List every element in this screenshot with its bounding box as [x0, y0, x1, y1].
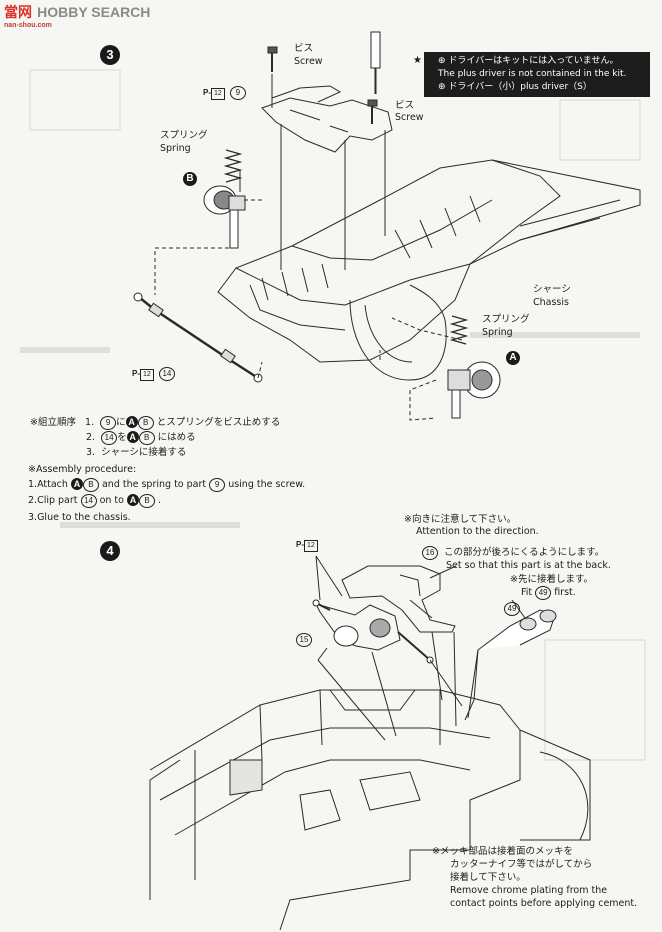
back-note-jp: 16 この部分が後ろにくるようにします。 — [422, 546, 604, 560]
fit-note-jp: ※先に接着します。 — [510, 574, 594, 585]
part-9-label: P-12 9 — [203, 80, 246, 100]
chassis-label-en: Chassis — [533, 297, 569, 308]
driver-note-jp2: ⊕ ドライバー（小）plus driver（S） — [438, 82, 592, 92]
attention-en: Attention to the direction. — [416, 526, 539, 537]
attention-jp: ※向きに注意して下さい。 — [404, 514, 517, 525]
star-icon: ★ — [413, 55, 422, 66]
driver-note-en1: The plus driver is not contained in the … — [438, 69, 627, 79]
chrome-note-jp2: カッターナイフ等ではがしてから — [450, 859, 593, 870]
step-3-number: 3 — [100, 45, 120, 65]
watermark-brand: HOBBY SEARCH — [37, 4, 151, 20]
step4-part-label: P-12 — [296, 532, 318, 552]
procedure-en-line-3: 3.Glue to the chassis. — [28, 512, 131, 523]
procedure-en-title: ※Assembly procedure: — [28, 464, 137, 475]
fit-note-en: Fit 49 first. — [521, 586, 576, 600]
part-14-label: P-12 14 — [132, 361, 175, 381]
spring-right-label-en: Spring — [482, 327, 513, 338]
chrome-note-jp1: ※メッキ部品は接着面のメッキを — [432, 846, 573, 857]
spring-right-label-jp: スプリング — [482, 314, 530, 325]
screw-2-label-jp: ビス — [395, 100, 415, 111]
watermark-url: nan-shou.com — [4, 22, 52, 29]
screw-label-jp: ビス — [294, 43, 314, 54]
screw-2-label-en: Screw — [395, 112, 424, 123]
chassis-label-jp: シャーシ — [533, 284, 571, 295]
marker-b: B — [183, 172, 197, 186]
driver-note-box: ⊕ ドライバーはキットには入っていません。 The plus driver is… — [424, 52, 650, 97]
spring-label-en: Spring — [160, 143, 191, 154]
chrome-note-jp3: 接着して下さい。 — [450, 872, 526, 883]
part-15-label: 15 — [296, 627, 312, 647]
spring-label-jp: スプリング — [160, 130, 208, 141]
watermark: 當网 HOBBY SEARCH — [4, 2, 150, 22]
chrome-note-en1: Remove chrome plating from the — [450, 885, 608, 896]
chrome-note-en2: contact points before applying cement. — [450, 898, 638, 909]
procedure-jp-line-3: 3. シャーシに接着する — [86, 447, 187, 458]
back-note-en: Set so that this part is at the back. — [446, 560, 611, 571]
part-49-label: 49 — [504, 596, 520, 616]
screw-label-en: Screw — [294, 56, 323, 67]
watermark-chars: 當网 — [4, 4, 32, 20]
marker-a: A — [506, 351, 520, 365]
driver-note-jp1: ⊕ ドライバーはキットには入っていません。 — [438, 56, 619, 66]
step-4-number: 4 — [100, 541, 120, 561]
